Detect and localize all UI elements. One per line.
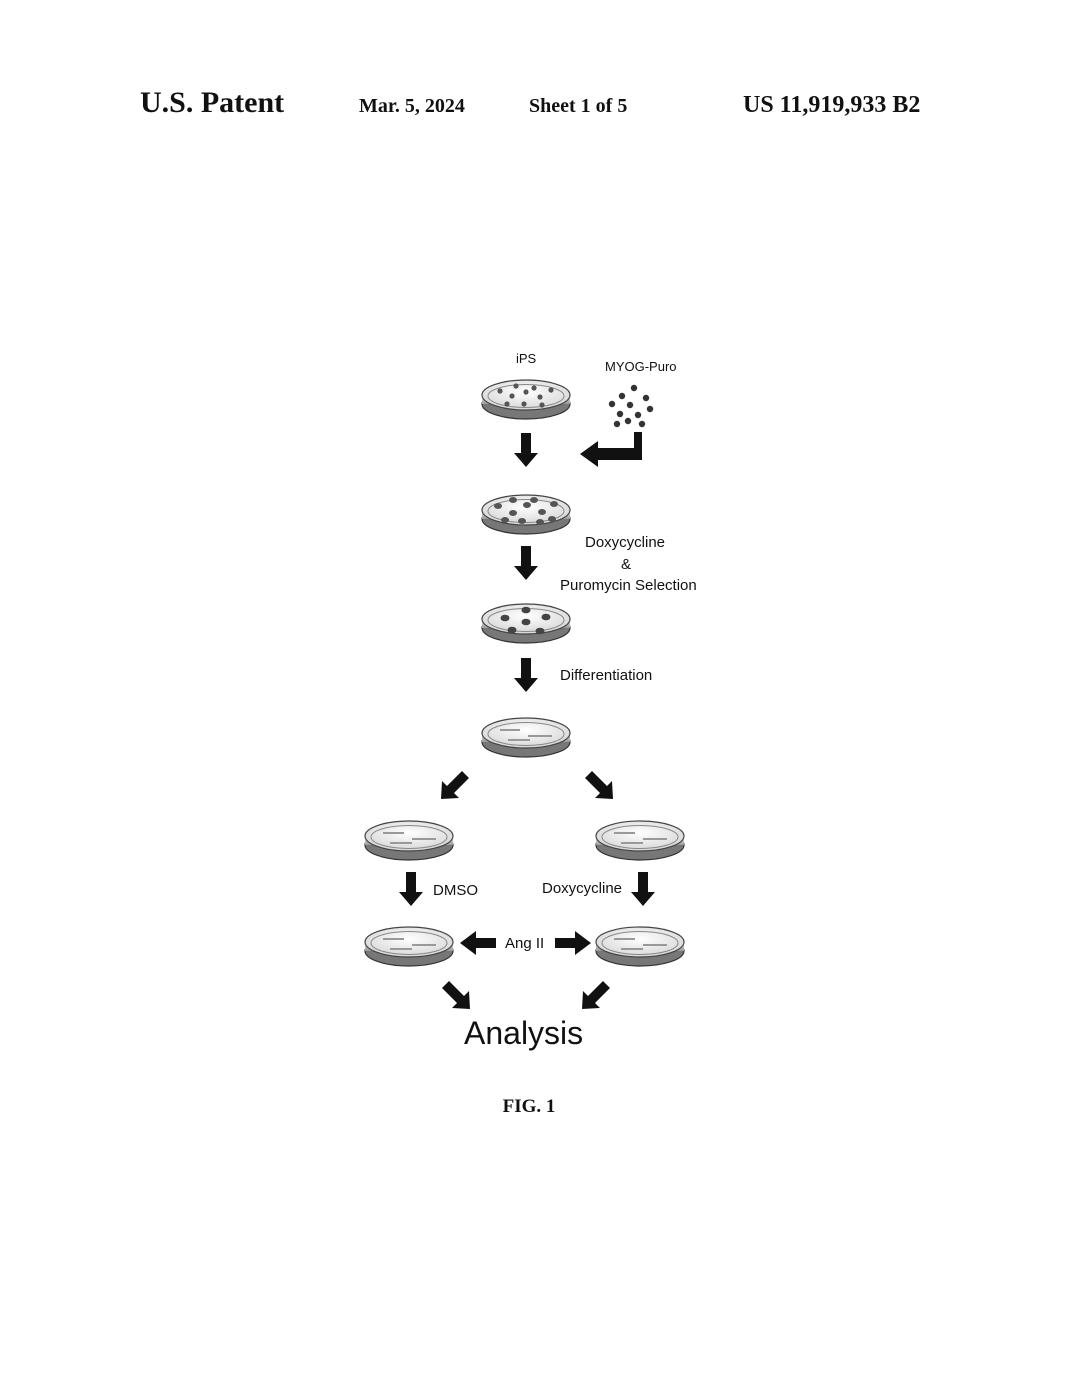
dish-doxycycline xyxy=(595,926,685,967)
arrow-branch-left xyxy=(441,771,469,799)
arrow-down-doxycycline xyxy=(631,872,655,906)
label-dmso: DMSO xyxy=(433,882,478,899)
arrow-ang-left xyxy=(460,931,496,955)
figure-caption: FIG. 1 xyxy=(502,1096,556,1117)
label-ips: iPS xyxy=(516,351,537,366)
bent-arrow xyxy=(580,432,642,467)
dish-branch-right xyxy=(595,820,685,861)
header-title: U.S. Patent xyxy=(140,86,285,119)
dish-transduced xyxy=(481,494,571,535)
label-differentiation: Differentiation xyxy=(560,667,653,684)
dish-branch-left xyxy=(364,820,454,861)
dish-dmso xyxy=(364,926,454,967)
dish-ips xyxy=(481,379,571,420)
arrow-down-dmso xyxy=(399,872,423,906)
arrow-analysis-left xyxy=(442,981,470,1009)
label-myog-puro: MYOG-Puro xyxy=(605,359,677,374)
arrow-analysis-right xyxy=(582,981,610,1009)
label-puromycin-selection: Puromycin Selection xyxy=(560,577,697,594)
arrow-down-3 xyxy=(514,658,538,692)
arrow-down-2 xyxy=(514,546,538,580)
dish-differentiated xyxy=(481,717,571,758)
arrow-ang-right xyxy=(555,931,591,955)
header-sheet: Sheet 1 of 5 xyxy=(529,95,628,117)
arrow-down-1 xyxy=(514,433,538,467)
header-patent-number: US 11,919,933 B2 xyxy=(743,92,921,118)
header-date: Mar. 5, 2024 xyxy=(359,95,465,117)
label-analysis: Analysis xyxy=(464,1015,584,1051)
arrow-branch-right xyxy=(585,771,613,799)
label-selection-doxycycline: Doxycycline xyxy=(585,534,666,551)
vector-particles xyxy=(608,384,654,428)
label-doxycycline: Doxycycline xyxy=(542,880,623,897)
dish-selected xyxy=(481,603,571,644)
label-selection-ampersand: & xyxy=(621,556,632,573)
label-ang-ii: Ang II xyxy=(505,935,545,952)
